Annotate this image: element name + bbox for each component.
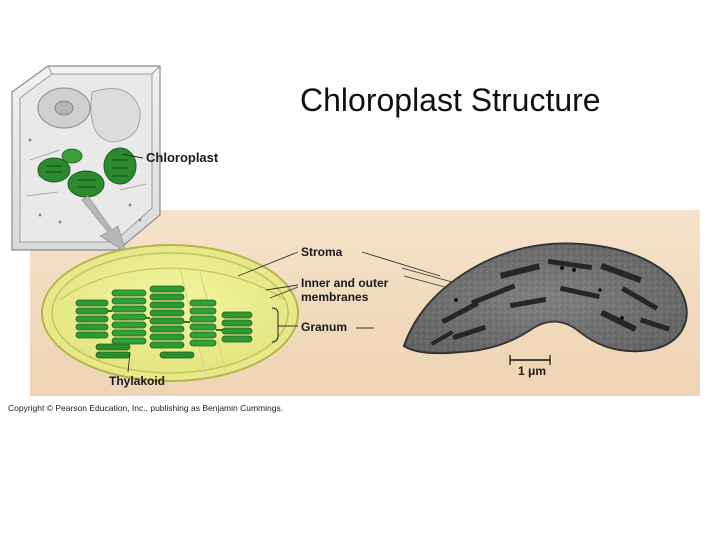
grana-stacks (75, 285, 253, 359)
label-thylakoid: Thylakoid (109, 374, 166, 388)
label-stroma: Stroma (301, 245, 343, 259)
slide-title: Chloroplast Structure (300, 82, 601, 118)
label-membranes-line2: membranes (301, 290, 369, 304)
enlarged-chloroplast (41, 244, 299, 382)
scale-bar (509, 355, 551, 365)
plant-cell-drawing (11, 65, 161, 251)
label-chloroplast: Chloroplast (146, 150, 219, 165)
copyright-notice: Copyright © Pearson Education, Inc., pub… (8, 403, 284, 413)
cell-chloroplast (37, 147, 137, 198)
zoom-arrow (81, 195, 127, 253)
label-scale-bar: 1 μm (518, 364, 547, 378)
leader-lines (237, 251, 457, 329)
label-granum: Granum (301, 320, 348, 334)
granum-bracket (271, 307, 279, 343)
label-membranes-line1: Inner and outer (301, 276, 389, 290)
electron-micrograph (402, 242, 688, 365)
